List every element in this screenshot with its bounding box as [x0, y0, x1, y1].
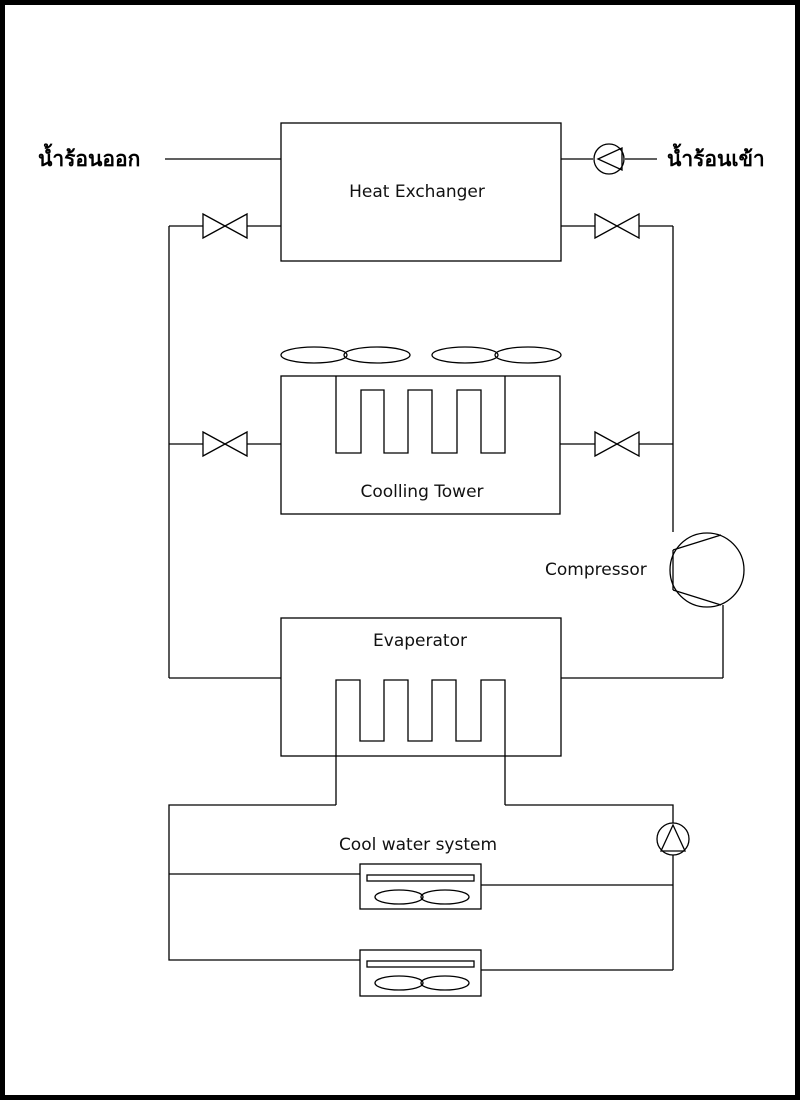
hot-water-pump-icon — [593, 143, 625, 175]
cool-water-right-loop — [505, 804, 674, 823]
hot-water-out-label: น้ำร้อนออก — [38, 143, 140, 171]
cooling-tower-coil — [335, 376, 506, 454]
fan-icon — [280, 346, 411, 364]
valve-icon — [594, 212, 640, 240]
compressor-icon — [669, 532, 745, 608]
cool-water-pump-icon — [656, 822, 690, 856]
fan-icon — [431, 346, 562, 364]
cool-water-left-loop — [168, 804, 360, 961]
heat-exchanger-label: Heat Exchanger — [349, 182, 485, 202]
cool-water-system-label: Cool water system — [339, 835, 497, 855]
compressor-label: Compressor — [545, 560, 647, 580]
valve-icon — [594, 430, 640, 458]
evaporator-label: Evaperator — [373, 631, 467, 651]
fan-coil-unit — [359, 863, 482, 910]
hot-water-in-label: น้ำร้อนเข้า — [667, 143, 765, 171]
fan-coil-unit — [359, 949, 482, 997]
evaporator-box — [280, 617, 562, 757]
heat-exchanger-box — [280, 122, 562, 262]
valve-icon — [202, 212, 248, 240]
refrigeration-cycle-diagram: น้ำร้อนออก น้ำร้อนเข้า Heat Exchanger Co… — [38, 122, 765, 997]
valve-icon — [202, 430, 248, 458]
cooling-tower-box — [280, 375, 561, 515]
cooling-tower-label: Coolling Tower — [360, 482, 483, 502]
evaporator-coil — [335, 679, 506, 805]
